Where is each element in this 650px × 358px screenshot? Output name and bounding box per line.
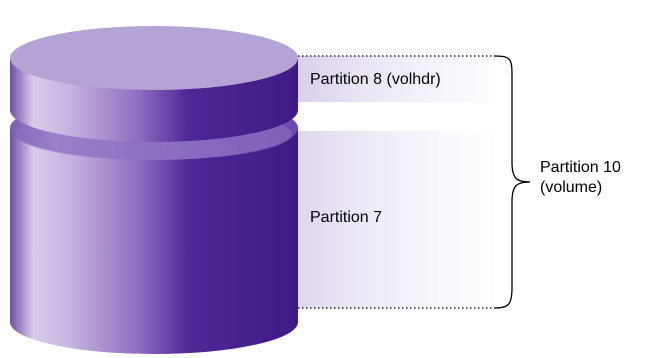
partition8-label: Partition 8 (volhdr) — [310, 71, 441, 88]
disk-top-face — [10, 26, 298, 90]
curly-brace — [494, 55, 531, 309]
partition7-band — [290, 131, 495, 308]
partition7-label: Partition 7 — [310, 209, 382, 226]
upper-cylinder — [10, 26, 298, 142]
partition8-band — [290, 56, 495, 102]
partition10-label-line2: (volume) — [540, 179, 602, 196]
partition10-label-line1: Partition 10 — [540, 159, 621, 176]
